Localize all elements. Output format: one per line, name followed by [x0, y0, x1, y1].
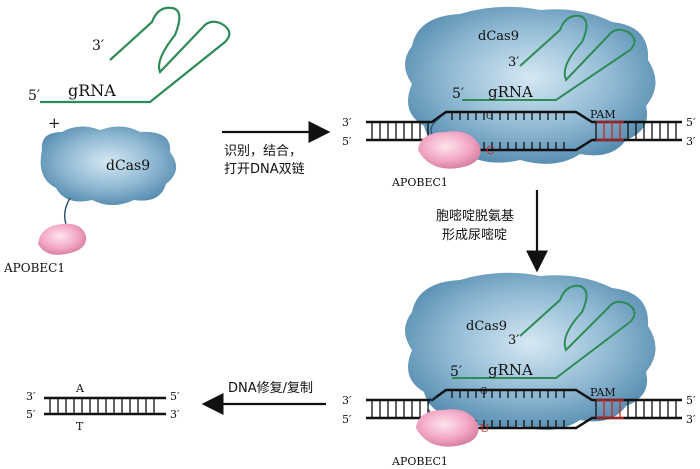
- dcas9-label: dCas9: [466, 319, 507, 334]
- grna-label: gRNA: [68, 81, 116, 100]
- grna-5prime-label: 5′: [452, 86, 464, 102]
- dcas9-label: dCas9: [478, 29, 519, 44]
- panel-c: dCas9 3′ 5′ gRNA G U PAM APOBEC1 3′ 5′ 5…: [342, 272, 696, 468]
- bind-step-line2: 打开DNA双链: [224, 162, 305, 177]
- dna-ladder-icon: [366, 110, 682, 152]
- dna-right-bottom: 3′: [686, 135, 696, 148]
- bind-step-line1: 识别，结合，: [224, 144, 302, 159]
- dna-right-bottom: 3′: [170, 408, 180, 421]
- grna-5prime-label: 5′: [28, 88, 40, 104]
- repair-step-label: DNA修复/复制: [228, 381, 313, 396]
- dna-ladder-icon: [366, 388, 682, 430]
- linker-line: [63, 197, 71, 225]
- plus-sign: +: [48, 114, 61, 132]
- dcas9-blob-icon: [40, 126, 177, 205]
- grna-hairpin-icon: [462, 14, 636, 101]
- dna-left-top: 3′: [342, 116, 352, 129]
- grna-hairpin-icon: [40, 6, 231, 104]
- dna-right-top: 5′: [686, 394, 696, 407]
- deaminate-step-line2: 形成尿嘧啶: [442, 228, 507, 243]
- grna-5prime-label: 5′: [450, 364, 462, 380]
- pam-label: PAM: [590, 386, 616, 399]
- dna-left-bottom: 5′: [342, 413, 352, 426]
- dcas9-label: dCas9: [106, 158, 150, 174]
- grna-label: gRNA: [488, 83, 533, 101]
- apobec1-label: APOBEC1: [3, 261, 65, 275]
- panel-a: 3′ 5′ gRNA + dCas9 APOBEC1: [3, 6, 231, 275]
- dcas9-blob-icon: [405, 6, 656, 164]
- dna-left-bottom: 5′: [342, 135, 352, 148]
- apobec1-blob-icon: [418, 131, 481, 169]
- panel-d: A T 3′ 5′ 5′ 3′: [26, 382, 180, 433]
- apobec1-label: APOBEC1: [391, 455, 448, 468]
- dna-right-bottom: 3′: [686, 413, 696, 426]
- grna-3prime-label: 3′: [92, 38, 104, 54]
- apobec1-blob-icon: [416, 409, 479, 447]
- grna-3prime-label: 3′: [508, 55, 519, 70]
- grna-label: gRNA: [488, 361, 533, 379]
- grna-hairpin-icon: [452, 284, 636, 379]
- base-g: G: [480, 387, 487, 397]
- apobec1-blob-icon: [38, 223, 87, 255]
- dna-left-bottom: 5′: [26, 408, 36, 421]
- dna-left-top: 3′: [26, 390, 36, 403]
- base-g: G: [486, 112, 493, 122]
- base-t: T: [76, 420, 84, 433]
- dna-ladder-icon: [44, 396, 166, 416]
- pam-label: PAM: [590, 108, 616, 121]
- apobec1-label: APOBEC1: [391, 176, 448, 189]
- dna-right-top: 5′: [686, 116, 696, 129]
- panel-b: dCas9 3′ 5′ gRNA G C PAM APOBEC1 3′ 5′ 5…: [342, 6, 696, 189]
- dcas9-blob-icon: [405, 272, 656, 430]
- base-u: U: [480, 422, 489, 435]
- base-a: A: [75, 382, 85, 395]
- dna-right-top: 5′: [170, 390, 180, 403]
- grna-3prime-label: 3′: [508, 333, 519, 348]
- deaminate-step-line1: 胞嘧啶脱氨基: [436, 209, 514, 224]
- dna-left-top: 3′: [342, 394, 352, 407]
- base-c: C: [486, 144, 494, 157]
